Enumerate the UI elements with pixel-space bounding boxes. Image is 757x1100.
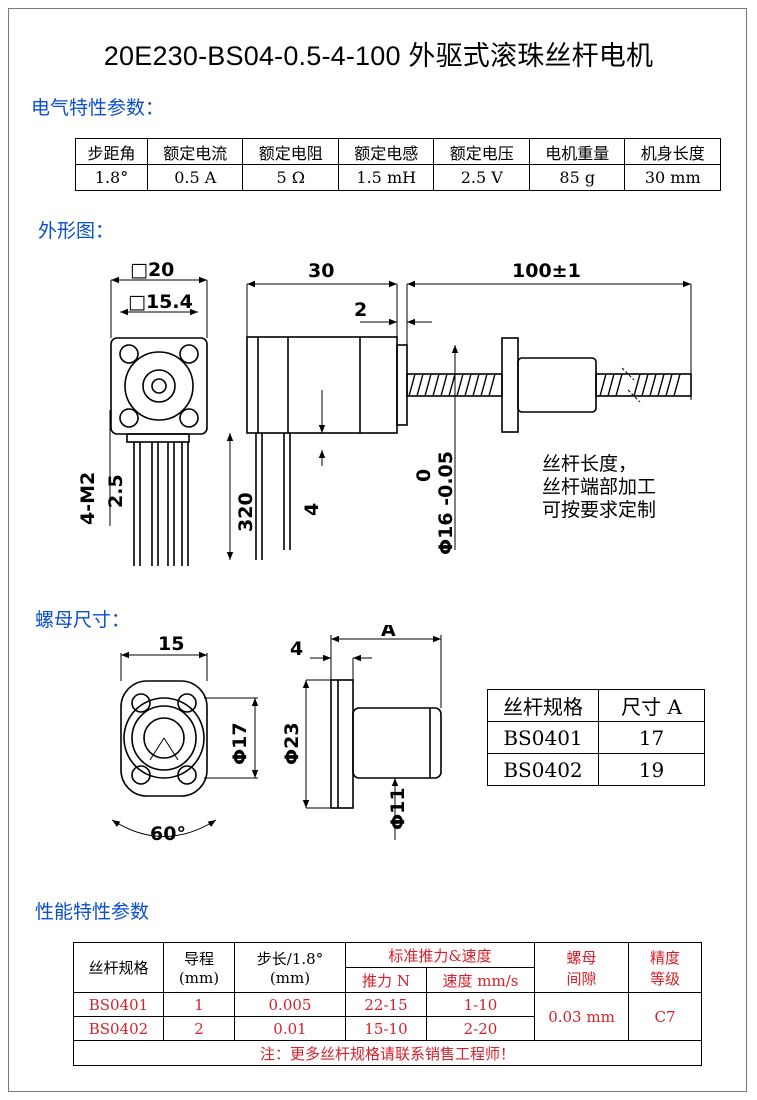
note-cell: 注：更多丝杆规格请联系销售工程师！ xyxy=(73,1040,702,1066)
outline-note-line: 丝杆长度， xyxy=(542,453,637,475)
table-row: BS0401 1 0.005 22-15 1-10 0.03 mm C7 xyxy=(73,992,702,1041)
value-cell: 0.5 A xyxy=(146,164,244,191)
table-row: 丝杆规格 导程 (mm) 步长/1.8° (mm) 标准推力&速度 螺母 间隙 … xyxy=(73,942,702,993)
value-cell: 15-10 xyxy=(345,1016,427,1041)
dim-d16: Φ16 -0.05 xyxy=(435,451,457,555)
header-cell: 额定电感 xyxy=(337,138,435,165)
value-cell: 0.03 mm xyxy=(534,992,629,1041)
header-cell: 推力 N xyxy=(345,967,427,993)
dim-d2: 2 xyxy=(354,299,367,321)
value-cell: 0.01 xyxy=(234,1016,346,1041)
table-row: 推力 N 速度 mm/s xyxy=(74,967,702,993)
performance-table: 丝杆规格 导程 (mm) 步长/1.8° (mm) 标准推力&速度 螺母 间隙 … xyxy=(73,942,702,1066)
dim-sq20: □20 xyxy=(130,259,174,281)
outline-note-line: 可按要求定制 xyxy=(542,499,656,521)
header-cell: 额定电阻 xyxy=(242,138,339,165)
dim-depth: 2.5 xyxy=(105,474,127,508)
page-frame xyxy=(8,8,747,1092)
nut-dim-d4: 4 xyxy=(290,638,303,660)
header-line: 螺母 xyxy=(566,948,597,967)
value-cell: 2-20 xyxy=(426,1016,535,1041)
value-cell: 0.005 xyxy=(234,992,346,1017)
header-cell: 丝杆规格 xyxy=(73,942,164,993)
nut-side-flange xyxy=(330,679,354,809)
nut-dim-a: A xyxy=(381,625,396,641)
electrical-table: 步距角 额定电流 额定电阻 额定电感 额定电压 电机重量 机身长度 1.8° 0… xyxy=(75,138,721,191)
dim-m2: 4-M2 xyxy=(77,472,99,525)
header-cell: 电机重量 xyxy=(528,138,626,165)
header-cell: 导程 (mm) xyxy=(163,942,235,993)
header-cell: 额定电流 xyxy=(146,138,244,165)
dim-tol-top: 0 xyxy=(413,469,435,482)
nut-dim-d23: Φ23 xyxy=(281,722,303,765)
header-line: 等级 xyxy=(649,969,680,988)
table-row: 丝杆规格 尺寸 A xyxy=(487,689,705,722)
value-cell: BS0402 xyxy=(487,753,599,786)
outline-drawing: □20 □15.4 30 100±1 2 4-M2 2.5 320 4 0 Φ1… xyxy=(77,259,692,566)
header-line: 步长/1.8° xyxy=(256,950,324,968)
value-cell: BS0401 xyxy=(73,992,164,1017)
value-cell: C7 xyxy=(628,992,702,1041)
header-cell: 步距角 xyxy=(75,138,148,165)
value-cell: 30 mm xyxy=(624,164,721,191)
dim-len100: 100±1 xyxy=(512,260,581,282)
value-cell: 85 g xyxy=(528,164,626,191)
nut-drawing: 15 Φ17 60° 4 A Φ23 Φ11 xyxy=(111,625,442,845)
nut-dim-d17: Φ17 xyxy=(229,722,251,765)
table-row: 1.8° 0.5 A 5 Ω 1.5 mH 2.5 V 85 g 30 mm xyxy=(75,164,721,191)
table-row: 步距角 额定电流 额定电阻 额定电感 额定电压 电机重量 机身长度 xyxy=(75,138,721,165)
header-line: 间隙 xyxy=(566,969,597,988)
header-cell: 尺寸 A xyxy=(598,689,705,722)
dim-sq15: □15.4 xyxy=(128,291,193,313)
table-row: BS0402 2 0.01 15-10 2-20 xyxy=(73,1016,702,1041)
table-row: BS0401 17 xyxy=(487,721,705,754)
value-cell: 1 xyxy=(163,992,235,1017)
header-cell: 精度 等级 xyxy=(628,942,702,993)
header-line: 精度 xyxy=(649,948,680,967)
nut-dim-angle: 60° xyxy=(150,823,186,845)
value-cell: 5 Ω xyxy=(242,164,339,191)
value-cell: BS0402 xyxy=(73,1016,164,1041)
header-cell: 额定电压 xyxy=(433,138,530,165)
value-cell: 19 xyxy=(598,753,705,786)
value-cell: BS0401 xyxy=(487,721,599,754)
value-cell: 17 xyxy=(598,721,705,754)
value-cell: 1.5 mH xyxy=(337,164,435,191)
nut-dim-d11: Φ11 xyxy=(387,787,409,830)
nut-dim-w15: 15 xyxy=(158,633,184,655)
header-cell: 步长/1.8° (mm) xyxy=(234,942,346,993)
value-cell: 1-10 xyxy=(426,992,535,1017)
header-cell: 速度 mm/s xyxy=(426,967,535,993)
table-row: 注：更多丝杆规格请联系销售工程师！ xyxy=(73,1040,702,1066)
section-electrical: 电气特性参数： xyxy=(31,97,165,119)
value-cell: 22-15 xyxy=(345,992,427,1017)
header-cell: 标准推力&速度 xyxy=(345,942,535,968)
dim-d4: 4 xyxy=(301,503,323,516)
header-cell: 螺母 间隙 xyxy=(534,942,629,993)
section-performance: 性能特性参数 xyxy=(35,901,150,923)
table-row: BS0402 19 xyxy=(487,753,705,786)
header-line: (mm) xyxy=(178,969,220,987)
nut-size-table: 丝杆规格 尺寸 A BS0401 17 BS0402 19 xyxy=(487,689,705,786)
header-line: 导程 xyxy=(183,950,214,968)
section-outline: 外形图： xyxy=(38,220,115,242)
value-cell: 2 xyxy=(163,1016,235,1041)
outline-note-line: 丝杆端部加工 xyxy=(542,476,656,498)
dim-lead320: 320 xyxy=(235,492,257,532)
value-cell: 2.5 V xyxy=(433,164,530,191)
dim-len30: 30 xyxy=(308,260,334,282)
nut-front-flange xyxy=(120,680,208,797)
header-cell: 机身长度 xyxy=(624,138,721,165)
section-nut: 螺母尺寸： xyxy=(35,609,131,631)
header-line: (mm) xyxy=(269,969,311,987)
page-title: 20E230-BS04-0.5-4-100 外驱式滚珠丝杆电机 xyxy=(103,41,654,71)
value-cell: 1.8° xyxy=(75,164,148,191)
header-cell: 丝杆规格 xyxy=(487,689,599,722)
